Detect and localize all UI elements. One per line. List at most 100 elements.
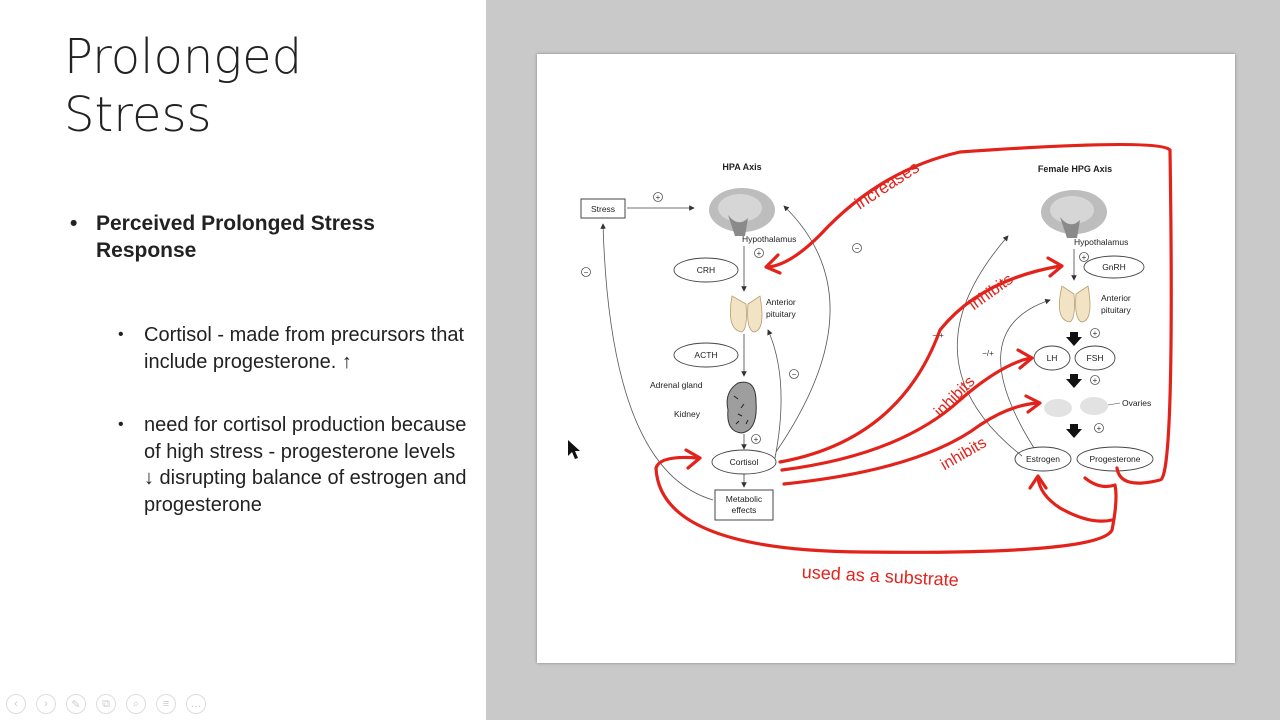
- cursor-icon: [568, 440, 580, 459]
- zoom-icon[interactable]: ⌕: [126, 694, 146, 714]
- fsh-oval: [1074, 345, 1116, 371]
- minus-label: −: [855, 244, 860, 253]
- brain-icon-left: [709, 188, 775, 236]
- gnrh-label: GnRH: [1102, 262, 1126, 272]
- fsh-label: FSH: [1087, 353, 1104, 363]
- hpa-title: HPA Axis: [722, 162, 761, 172]
- red-annotations: [654, 142, 1173, 554]
- hypothalamus-right-label: Hypothalamus: [1074, 237, 1128, 247]
- minus-label: −: [584, 268, 589, 277]
- more-icon[interactable]: …: [186, 694, 206, 714]
- gnrh-oval: [1083, 255, 1145, 279]
- progesterone-label: Progesterone: [1089, 454, 1140, 464]
- metabolic-effects-box: [714, 489, 774, 521]
- down-arrow-bold: [1066, 424, 1082, 438]
- ovaries-icon: [1044, 397, 1108, 417]
- plus-sign: [1090, 375, 1100, 385]
- slide-title: Prolonged Stress: [64, 28, 302, 144]
- acth-label: ACTH: [694, 350, 717, 360]
- crh-oval: [673, 257, 739, 283]
- title-line-2: Stress: [64, 87, 212, 143]
- estrogen-oval: [1014, 446, 1072, 472]
- pen-icon[interactable]: ✎: [66, 694, 86, 714]
- estrogen-label: Estrogen: [1026, 454, 1060, 464]
- substrate-annotation: used as a substrate: [801, 562, 959, 590]
- diagram-svg: HPA Axis Stress + Hypothalamus + CRH Ant…: [568, 142, 1173, 590]
- stress-box: [580, 198, 626, 219]
- main-bullet-text: Perceived Prolonged Stress Response: [96, 212, 375, 262]
- crh-label: CRH: [697, 265, 715, 275]
- inhibits-arrow-2: [780, 356, 1032, 472]
- plus-label: +: [757, 249, 762, 258]
- back-icon[interactable]: ‹: [6, 694, 26, 714]
- inhibits-annotation-2: inhibits: [931, 373, 978, 420]
- kidney-label: Kidney: [674, 409, 701, 419]
- inhibits-arrow-1: [778, 264, 1062, 464]
- progesterone-oval: [1076, 446, 1154, 472]
- bullet-list: • Perceived Prolonged Stress Response • …: [70, 210, 470, 518]
- minus-label: −: [792, 370, 797, 379]
- lh-label: LH: [1047, 353, 1058, 363]
- presentation-toolbar: ‹ › ✎ ⧉ ⌕ ≡ …: [6, 694, 206, 714]
- plus-sign: [653, 192, 663, 202]
- bullet-dot: •: [118, 416, 124, 433]
- plus-label: +: [1082, 253, 1087, 262]
- forward-icon[interactable]: ›: [36, 694, 56, 714]
- hypothalamus-left-label: Hypothalamus: [742, 234, 796, 244]
- slide-text-panel: Prolonged Stress • Perceived Prolonged S…: [0, 0, 486, 720]
- hormone-axis-diagram: HPA Axis Stress + Hypothalamus + CRH Ant…: [537, 54, 1235, 663]
- inhibits-annotation-3: inhibits: [938, 434, 990, 474]
- ovaries-label: Ovaries: [1122, 398, 1151, 408]
- increases-arrowhead: [764, 253, 782, 275]
- increases-arrow: [766, 142, 1173, 485]
- plus-sign: [754, 248, 764, 258]
- copy-icon[interactable]: ⧉: [96, 694, 116, 714]
- sub-bullet-2: • need for cortisol production because o…: [118, 412, 470, 518]
- estrogen-arrow: [1036, 476, 1114, 523]
- menu-icon[interactable]: ≡: [156, 694, 176, 714]
- sub-bullet-1: • Cortisol - made from precursors that i…: [118, 322, 470, 375]
- plus-sign: [751, 434, 761, 444]
- acth-oval: [673, 342, 739, 368]
- increases-annotation: increases: [851, 158, 922, 214]
- feedback-to-stress: [600, 223, 714, 501]
- plus-sign: [1094, 423, 1104, 433]
- plus-label: +: [656, 193, 661, 202]
- plus-label: +: [1093, 376, 1098, 385]
- plus-label: +: [1093, 329, 1098, 338]
- stress-label: Stress: [591, 204, 615, 214]
- feedback-to-hypothalamus-right: [956, 235, 1023, 457]
- down-arrow-bold: [1066, 332, 1082, 346]
- title-line-1: Prolonged: [64, 29, 303, 85]
- inhibits-annotation-1: inhibits: [966, 271, 1016, 314]
- kidney-icon: [726, 381, 757, 434]
- plus-label: +: [1097, 424, 1102, 433]
- minus-sign: [581, 267, 591, 277]
- feedback-to-hypothalamus: [775, 205, 831, 453]
- hpg-title: Female HPG Axis: [1038, 164, 1112, 174]
- feedback-to-pituitary: [767, 329, 782, 459]
- substrate-arrow: [654, 455, 1118, 554]
- plus-label: +: [754, 435, 759, 444]
- ovaries-pointer: [1107, 402, 1121, 406]
- main-bullet: • Perceived Prolonged Stress Response: [70, 210, 470, 264]
- sub-bullet-text: Cortisol - made from precursors that inc…: [144, 324, 465, 373]
- plus-sign: [1079, 252, 1089, 262]
- cortisol-label: Cortisol: [730, 457, 759, 467]
- minus-sign: [789, 369, 799, 379]
- sub-bullet-text: need for cortisol production because of …: [144, 414, 467, 516]
- pituitary-icon-left: [729, 295, 763, 333]
- brain-icon-right: [1041, 190, 1107, 238]
- plus-sign: [1090, 328, 1100, 338]
- lh-oval: [1033, 345, 1071, 371]
- minus-plus-label-2: −/+: [982, 349, 994, 358]
- bullet-dot: •: [70, 212, 78, 235]
- minus-sign: [852, 243, 862, 253]
- pituitary-icon-right: [1058, 285, 1091, 323]
- bullet-dot: •: [118, 326, 124, 343]
- adrenal-gland-label: Adrenal gland: [650, 380, 703, 390]
- feedback-to-pituitary-right: [1000, 298, 1051, 449]
